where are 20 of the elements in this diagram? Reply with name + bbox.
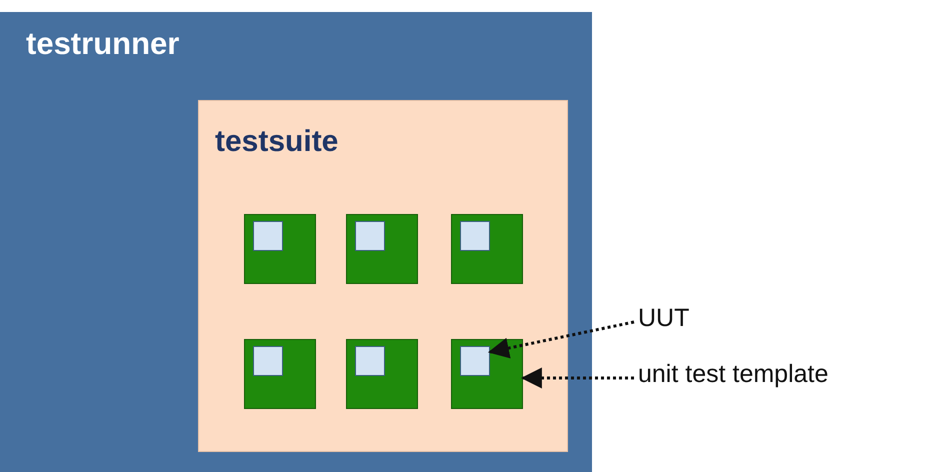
uut-square bbox=[460, 221, 490, 251]
template-square bbox=[451, 214, 523, 284]
callout-label: UUT bbox=[638, 304, 690, 333]
uut-square bbox=[460, 346, 490, 376]
template-square bbox=[244, 214, 316, 284]
container-panel bbox=[198, 100, 568, 452]
dotted-arrow bbox=[520, 368, 634, 388]
uut-square bbox=[355, 346, 385, 376]
template-square bbox=[346, 214, 418, 284]
uut-square bbox=[355, 221, 385, 251]
callout-label: unit test template bbox=[638, 360, 828, 389]
dotted-arrow bbox=[488, 320, 634, 358]
container-title: testrunner bbox=[26, 26, 180, 62]
uut-square bbox=[253, 346, 283, 376]
template-square bbox=[244, 339, 316, 409]
uut-square bbox=[253, 221, 283, 251]
container-panel bbox=[0, 12, 592, 472]
template-square bbox=[346, 339, 418, 409]
container-title: testsuite bbox=[215, 125, 338, 159]
template-square bbox=[451, 339, 523, 409]
